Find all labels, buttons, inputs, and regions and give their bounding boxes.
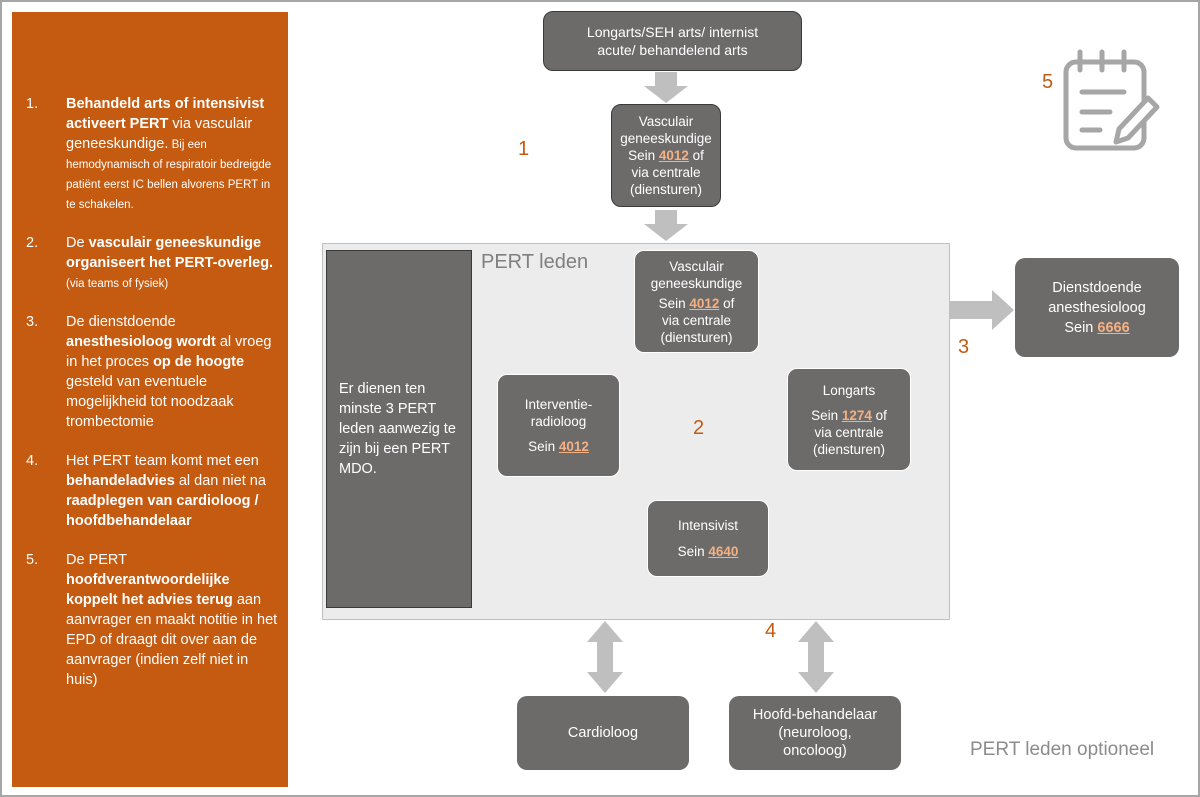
step-label-3: 3 — [958, 336, 970, 358]
box-text: Longarts — [822, 382, 876, 398]
box-text: Sein — [628, 148, 659, 163]
step-number: 3. — [26, 314, 39, 330]
pager-number-link[interactable]: 6666 — [1097, 319, 1130, 336]
step-number: 5. — [26, 552, 39, 568]
notepad-pencil-icon — [1063, 49, 1160, 151]
requirement-text: Er dienen ten minste 3 PERT leden aanwez… — [339, 381, 456, 477]
box-text: (diensturen) — [660, 329, 733, 345]
box-text: of — [719, 295, 735, 311]
step-text: via vasculair geneeskundige. — [66, 116, 253, 152]
step-bold: Behandeld arts of intensivist activeert … — [66, 96, 265, 132]
step-text: gesteld van eventuele mogelijkheid tot n… — [66, 374, 234, 430]
double-arrow-cardioloog — [587, 621, 623, 693]
box-text: Sein — [528, 439, 559, 454]
box-text: via centrale — [631, 165, 701, 180]
block-arrow-down — [644, 72, 688, 103]
block-arrow-right — [950, 290, 1014, 330]
box-text: Intensivist — [677, 517, 739, 533]
step-1: 1. Behandeld arts of intensivist activee… — [22, 94, 278, 214]
step-label-2: 2 — [693, 417, 705, 439]
optional-members-label: PERT leden optioneel — [970, 739, 1155, 760]
box-text: Longarts/SEH arts/ internist — [586, 24, 759, 40]
step-label-4: 4 — [765, 620, 777, 642]
step-note: Bij een hemodynamisch of respiratoir bed… — [66, 139, 272, 211]
step-text: al dan niet na — [174, 473, 266, 489]
box-text: Cardioloog — [567, 725, 639, 741]
step-bold: anesthesioloog wordt — [66, 334, 216, 350]
step-bold: hoofdverantwoordelijke koppelt het advie… — [66, 572, 233, 608]
double-arrow-hoofd — [798, 621, 834, 693]
step-note: (via teams of fysiek) — [66, 278, 169, 290]
box-text: geneeskundige — [650, 275, 743, 291]
step-5: 5. De PERT hoofdverantwoordelijke koppel… — [22, 550, 278, 690]
hoofdbehandelaar-box: Hoofd-behandelaar (neuroloog, oncoloog) — [729, 696, 901, 770]
box-text: Sein — [677, 543, 709, 559]
pert-vasculair-box: Vasculair geneeskundige Sein 4012 of via… — [634, 250, 759, 353]
referring-doctor-box: Longarts/SEH arts/ internist acute/ beha… — [543, 11, 802, 71]
box-text: of — [871, 407, 887, 423]
box-text: Sein — [811, 407, 842, 423]
step-bold: behandeladvies — [66, 473, 175, 489]
box-text: radioloog — [530, 414, 587, 429]
step-text: De PERT — [66, 552, 127, 568]
step-label-1: 1 — [518, 138, 530, 160]
step-3: 3. De dienstdoende anesthesioloog wordt … — [22, 312, 278, 432]
box-text: Sein — [658, 295, 690, 311]
box-text: Interventie- — [524, 397, 593, 412]
step-text: al vroeg in het proces — [66, 334, 272, 370]
box-text: geneeskundige — [620, 131, 712, 146]
pager-number-link[interactable]: 1274 — [841, 407, 872, 423]
box-text: (diensturen) — [812, 441, 886, 457]
step-label-5: 5 — [1042, 71, 1054, 93]
box-text: via centrale — [814, 424, 884, 440]
step-number: 2. — [26, 235, 39, 251]
cardioloog-box: Cardioloog — [517, 696, 689, 770]
step-2: 2. De vasculair geneeskundige organiseer… — [22, 233, 278, 293]
box-text: (neuroloog, — [778, 725, 852, 741]
box-text: (diensturen) — [629, 182, 703, 197]
box-text: anesthesioloog — [1048, 299, 1146, 316]
pert-requirement-box: Er dienen ten minste 3 PERT leden aanwez… — [326, 250, 472, 608]
steps-panel: 1. Behandeld arts of intensivist activee… — [12, 12, 288, 787]
box-text: Dienstdoende — [1052, 279, 1142, 296]
pert-members-title: PERT leden — [481, 251, 589, 273]
pager-number-link[interactable]: 4640 — [708, 543, 739, 559]
pager-number-link[interactable]: 4012 — [689, 295, 720, 311]
box-text: Vasculair — [669, 258, 724, 274]
block-arrow-down — [644, 210, 688, 241]
pager-number-link[interactable]: 4012 — [658, 148, 689, 163]
step-text: Het PERT team komt met een — [66, 453, 259, 469]
step-number: 4. — [26, 453, 39, 469]
vasculair-top-box: Vasculair geneeskundige Sein 4012 of via… — [611, 104, 721, 207]
step-bold: raadplegen van cardioloog / hoofdbehande… — [66, 493, 259, 529]
box-text: Hoofd-behandelaar — [752, 707, 878, 723]
box-text: of — [688, 148, 704, 163]
step-text: De — [66, 235, 89, 251]
pert-longarts-box: Longarts Sein 1274 of via centrale (dien… — [787, 368, 911, 471]
box-text: Sein — [1064, 319, 1098, 336]
box-text: acute/ behandelend arts — [597, 42, 748, 58]
pert-interventieradioloog-box: Interventie- radioloog Sein 4012 — [497, 374, 620, 477]
step-text: De dienstdoende — [66, 314, 176, 330]
step-text: aan aanvrager en maakt notitie in het EP… — [66, 592, 278, 688]
step-bold: op de hoogte — [153, 354, 245, 370]
anesthesioloog-box: Dienstdoende anesthesioloog Sein 6666 — [1015, 258, 1179, 357]
pert-intensivist-box: Intensivist Sein 4640 — [647, 500, 769, 577]
step-number: 1. — [26, 96, 39, 112]
step-bold: vasculair geneeskundige organiseert het … — [66, 235, 274, 271]
box-text: oncoloog) — [783, 743, 847, 759]
box-text: via centrale — [661, 312, 732, 328]
box-text: Vasculair — [638, 114, 694, 129]
step-4: 4. Het PERT team komt met een behandelad… — [22, 451, 278, 531]
pager-number-link[interactable]: 4012 — [558, 439, 589, 454]
